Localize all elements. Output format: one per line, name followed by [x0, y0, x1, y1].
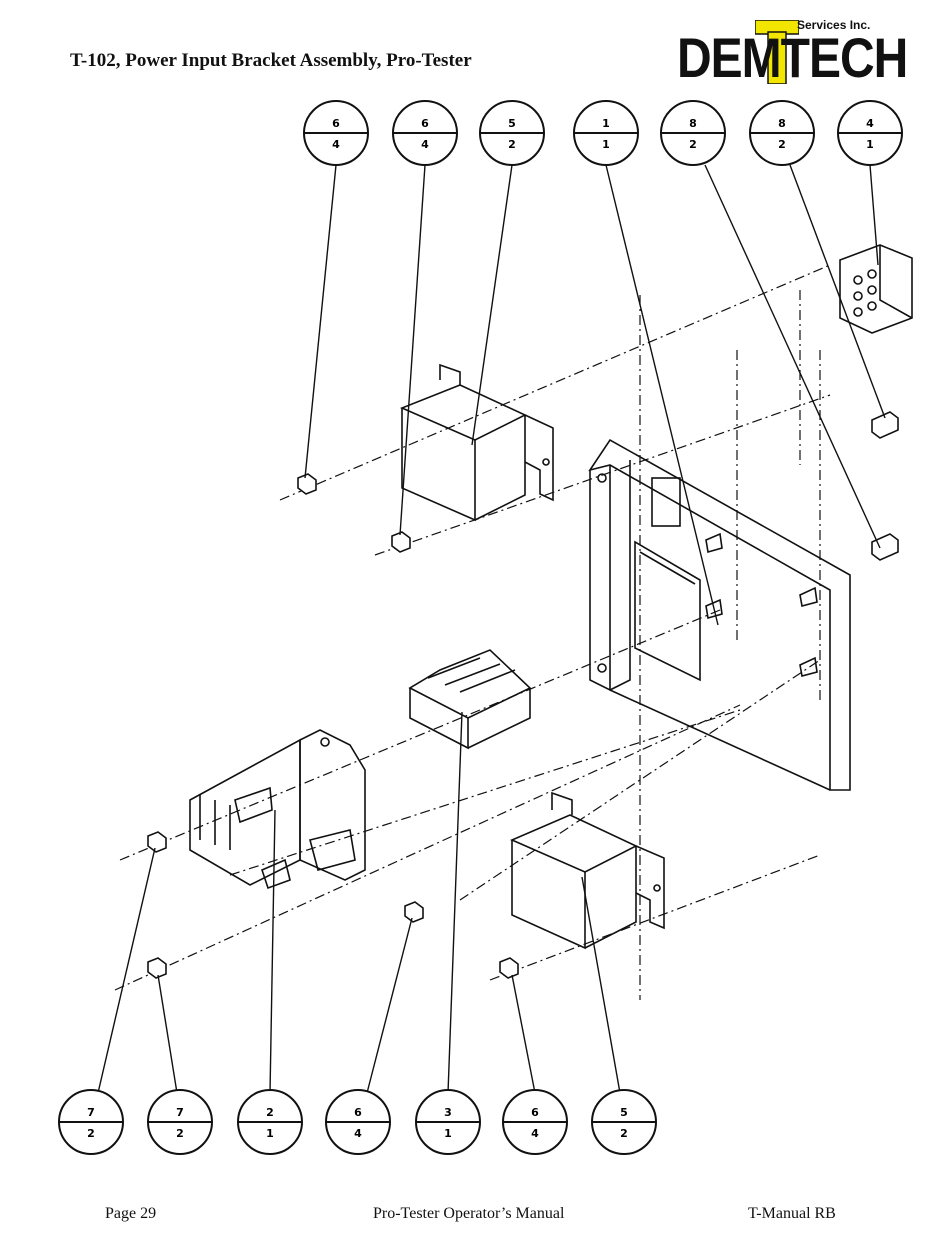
footer-manual-code: T-Manual RB	[748, 1205, 836, 1222]
balloon-qty: 4	[531, 1127, 539, 1140]
balloon-top-5: 82	[660, 100, 726, 166]
balloon-item: 8	[689, 117, 697, 130]
balloon-item: 5	[620, 1106, 628, 1119]
page-title: T-102, Power Input Bracket Assembly, Pro…	[70, 50, 472, 71]
demtech-logo: Services Inc. DEMTECH	[675, 18, 908, 90]
balloon-item: 6	[354, 1106, 362, 1119]
balloon-group-bottom: 72 72 21 64 31 64 52	[58, 1089, 657, 1155]
balloon-item: 6	[332, 117, 340, 130]
balloon-bottom-2: 72	[147, 1089, 213, 1155]
footer-page-number: Page 29	[105, 1205, 157, 1222]
balloon-bottom-6: 64	[502, 1089, 568, 1155]
balloon-qty: 4	[332, 138, 340, 151]
balloon-top-6: 82	[749, 100, 815, 166]
balloon-bottom-5: 31	[415, 1089, 481, 1155]
balloon-qty: 1	[866, 138, 874, 151]
balloon-item: 8	[778, 117, 786, 130]
logo-wordmark: DEMTECH	[677, 28, 908, 90]
balloon-group-top: 64 64 52 11 82 82 41	[303, 100, 903, 166]
balloon-item: 7	[176, 1106, 184, 1119]
balloon-top-1: 64	[303, 100, 369, 166]
balloon-qty: 2	[508, 138, 516, 151]
logo-services-text: Services Inc.	[797, 18, 871, 32]
balloon-bottom-3: 21	[237, 1089, 303, 1155]
balloon-item: 2	[266, 1106, 274, 1119]
balloon-qty: 4	[421, 138, 429, 151]
balloon-qty: 4	[354, 1127, 362, 1140]
balloon-bottom-7: 52	[591, 1089, 657, 1155]
balloon-qty: 2	[778, 138, 786, 151]
center-lines	[114, 264, 831, 1000]
relay-top	[399, 363, 554, 522]
balloon-qty: 2	[87, 1127, 95, 1140]
balloon-bottom-4: 64	[325, 1089, 391, 1155]
power-entry-module	[189, 729, 366, 890]
balloon-qty: 2	[620, 1127, 628, 1140]
balloon-qty: 1	[444, 1127, 452, 1140]
balloon-qty: 2	[176, 1127, 184, 1140]
balloon-item: 6	[531, 1106, 539, 1119]
balloon-item: 6	[421, 117, 429, 130]
balloon-bottom-1: 72	[58, 1089, 124, 1155]
balloon-top-7: 41	[837, 100, 903, 166]
balloon-item: 1	[602, 117, 610, 130]
balloon-qty: 1	[602, 138, 610, 151]
balloon-item: 7	[87, 1106, 95, 1119]
balloon-top-2: 64	[392, 100, 458, 166]
mounting-plate	[588, 438, 851, 791]
balloon-top-3: 52	[479, 100, 545, 166]
terminal-block	[839, 244, 913, 334]
balloon-top-4: 11	[573, 100, 639, 166]
balloon-qty: 2	[689, 138, 697, 151]
balloon-item: 3	[444, 1106, 452, 1119]
leader-lines-top	[304, 164, 886, 626]
balloon-item: 4	[866, 117, 874, 130]
logo-t-block-icon	[755, 20, 799, 84]
screws	[705, 411, 899, 677]
footer-manual-title: Pro-Tester Operator’s Manual	[373, 1205, 565, 1222]
nuts	[147, 473, 519, 979]
connector-housing	[408, 649, 532, 750]
balloon-qty: 1	[266, 1127, 274, 1140]
relay-bottom	[509, 791, 665, 950]
leader-lines-bottom	[97, 711, 621, 1094]
balloon-item: 5	[508, 117, 516, 130]
